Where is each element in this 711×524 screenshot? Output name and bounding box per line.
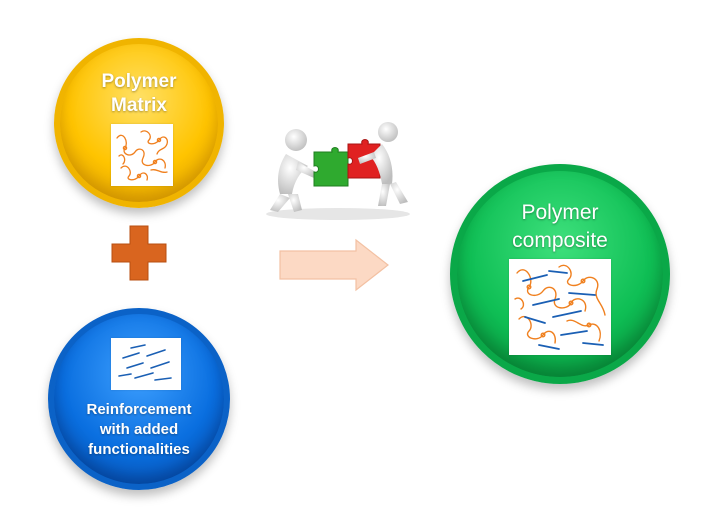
reinforcement-label: Reinforcement with added functionalities [86, 401, 192, 458]
polymer-matrix-label: Polymer Matrix [101, 71, 177, 116]
polymer-composite-label: Polymer composite [512, 201, 608, 252]
arrow-icon [279, 238, 389, 292]
reinforcement-node: Reinforcement with added functionalities [48, 308, 230, 490]
puzzle-figures-icon [266, 122, 410, 220]
polymer-composite-node: Polymer composite [450, 164, 670, 384]
composite-mix-icon [509, 259, 611, 355]
polymer-chain-icon [111, 124, 173, 186]
polymer-matrix-node: Polymer Matrix [54, 38, 224, 208]
reinforcement-fibers-icon [111, 338, 181, 390]
plus-icon [111, 225, 167, 281]
